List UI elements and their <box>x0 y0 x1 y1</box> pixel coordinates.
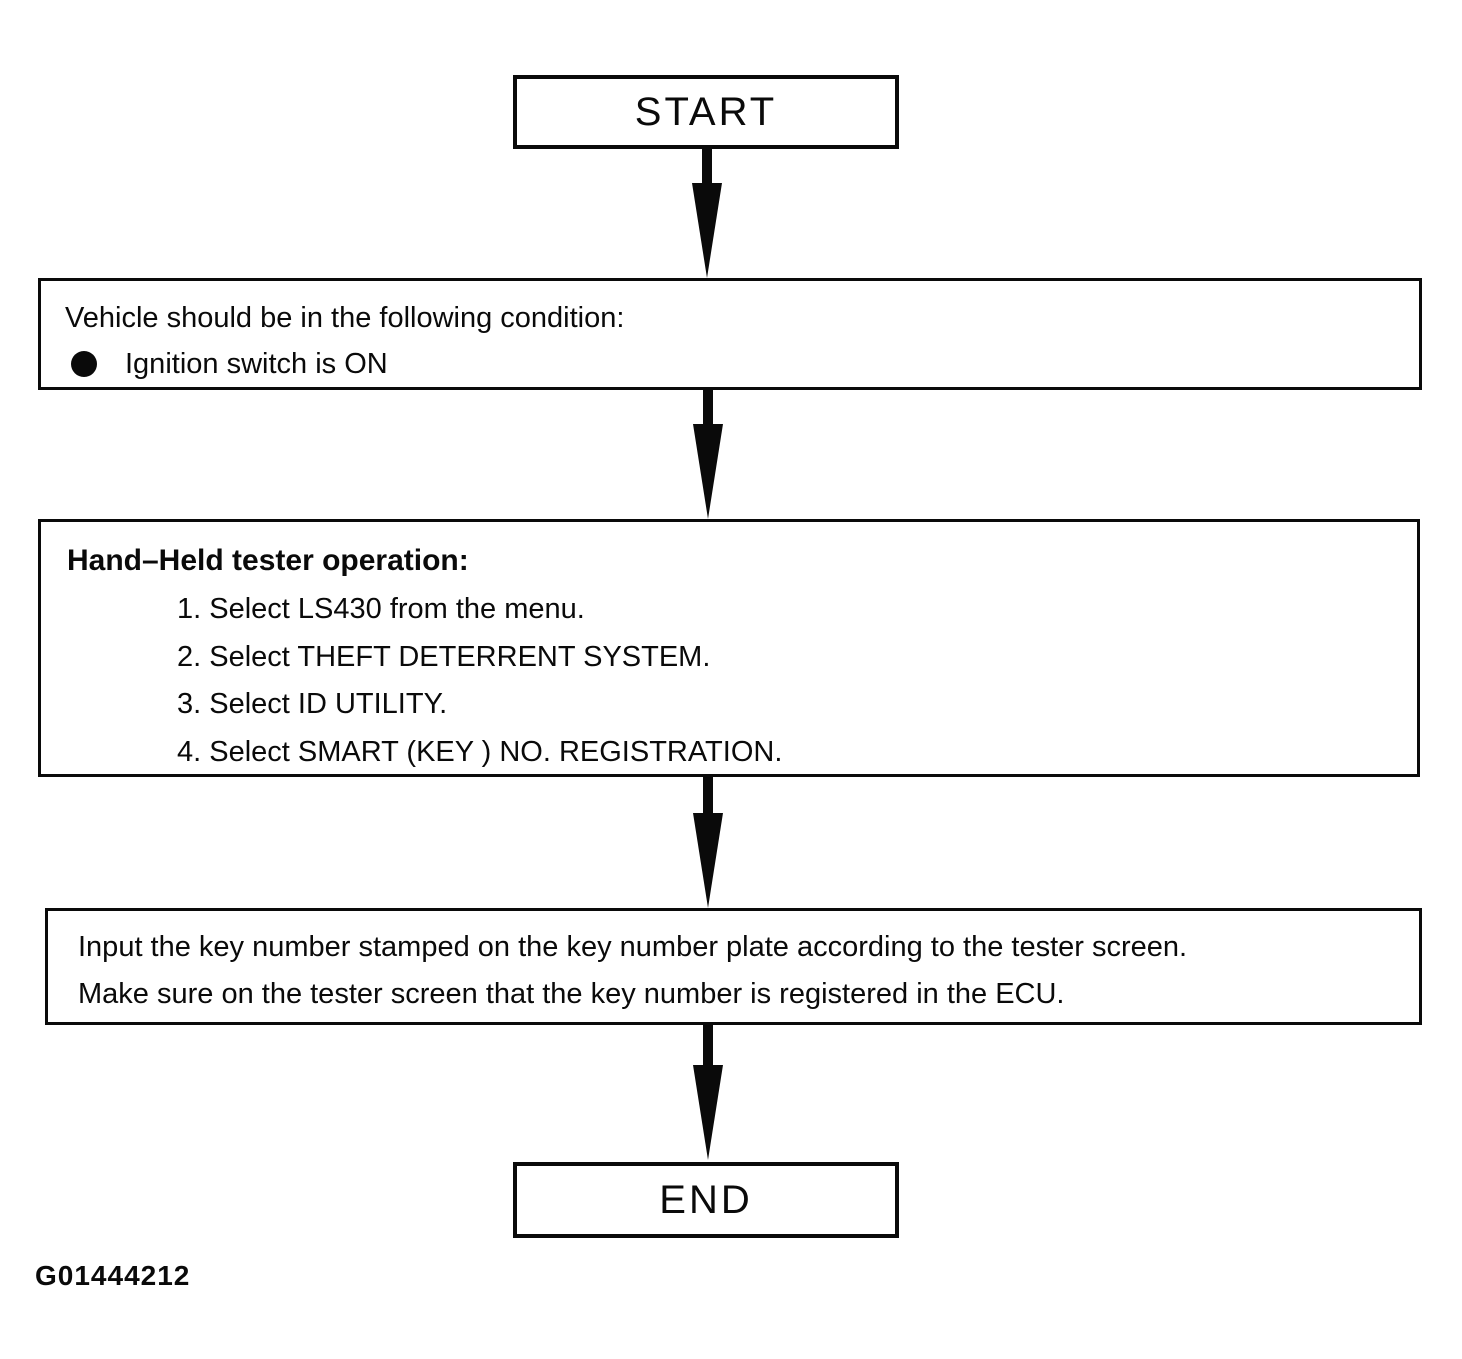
flow-arrow-down-3 <box>690 777 726 908</box>
condition-bullet-text: Ignition switch is ON <box>125 348 388 380</box>
end-label: END <box>659 1177 753 1222</box>
tester-step-2: 2. Select THEFT DETERRENT SYSTEM. <box>177 640 711 673</box>
flow-arrow-down-2 <box>690 390 726 519</box>
tester-step-3: 3. Select ID UTILITY. <box>177 688 448 720</box>
tester-title: Hand–Held tester operation: <box>67 544 469 577</box>
tester-step-1: 1. Select LS430 from the menu. <box>177 593 585 625</box>
bullet-icon <box>71 351 97 377</box>
input-box-node: Input the key number stamped on the key … <box>45 908 1422 1025</box>
input-line-1: Input the key number stamped on the key … <box>78 931 1188 963</box>
flow-arrow-down-1 <box>689 148 725 278</box>
figure-id: G01444212 <box>35 1260 191 1291</box>
tester-step-4: 4. Select SMART (KEY ) NO. REGISTRATION. <box>177 735 783 768</box>
flow-arrow-down-4 <box>690 1025 726 1160</box>
start-node: START <box>513 75 899 149</box>
condition-title: Vehicle should be in the following condi… <box>65 302 625 334</box>
input-line-2: Make sure on the tester screen that the … <box>78 978 1065 1010</box>
condition-box-node: Vehicle should be in the following condi… <box>38 278 1422 390</box>
tester-box-node: Hand–Held tester operation: 1. Select LS… <box>38 519 1420 777</box>
end-node: END <box>513 1162 899 1238</box>
condition-bullet-row: Ignition switch is ON <box>65 341 1399 387</box>
start-label: START <box>634 89 778 134</box>
